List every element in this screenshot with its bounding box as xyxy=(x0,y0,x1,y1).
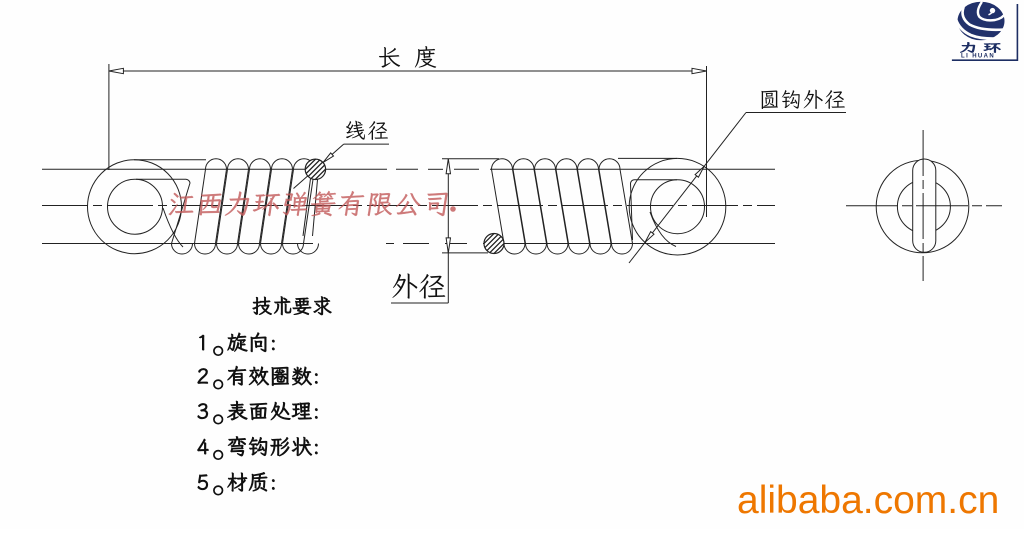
svg-text:LI HUAN: LI HUAN xyxy=(961,54,995,60)
svg-text:alibaba.com.cn: alibaba.com.cn xyxy=(737,479,999,522)
